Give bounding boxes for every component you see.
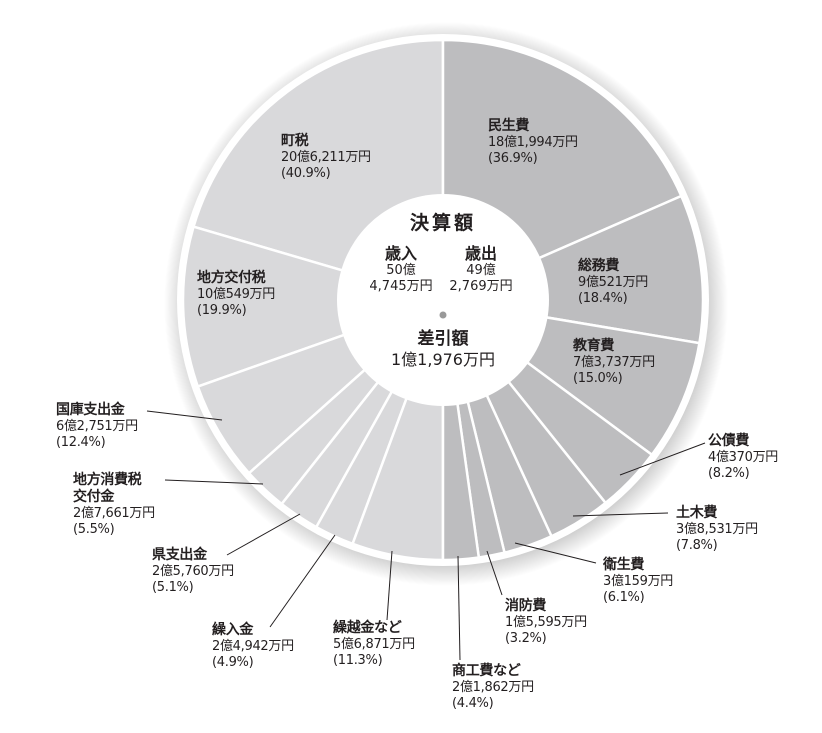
label-kokkoshishutsukin: 国庫支出金 6億2,751万円 (12.4%) — [56, 402, 138, 450]
center-dot — [439, 311, 447, 319]
leader-line-kenshishutsu — [226, 513, 301, 556]
balance-value: 1億1,976万円 — [391, 350, 495, 369]
center-title: 決算額 — [409, 212, 476, 234]
label-shobohi: 消防費 1億5,595万円 (3.2%) — [505, 598, 587, 646]
leader-lines — [146, 410, 706, 661]
label-kyoikuhi: 教育費 7億3,737万円 (15.0%) — [573, 338, 655, 386]
label-shokohi: 商工費など 2億1,862万円 (4.4%) — [452, 663, 534, 711]
leader-line-kosai — [619, 442, 706, 476]
label-minseihi: 民生費 18億1,994万円 (36.9%) — [488, 118, 578, 166]
center-expenditure: 歳出 49億 2,769万円 — [446, 245, 516, 295]
label-somuhi: 総務費 9億521万円 (18.4%) — [578, 258, 648, 306]
leader-line-kurikoshi — [386, 550, 393, 621]
label-chihoshohizei-kofukin: 地方消費税 交付金 2億7,661万円 (5.5%) — [73, 472, 155, 537]
label-chihokofuzei: 地方交付税 10億549万円 (19.9%) — [197, 270, 275, 318]
expenditure-value-2: 2,769万円 — [449, 279, 513, 294]
center-balance: 差引額 1億1,976万円 — [373, 328, 513, 370]
label-choze: 町税 20億6,211万円 (40.9%) — [281, 133, 371, 181]
balance-label: 差引額 — [417, 329, 469, 349]
leader-line-eisei — [514, 542, 597, 564]
leader-line-shobo — [486, 550, 503, 596]
center-hole — [337, 194, 549, 406]
leader-line-shoko — [457, 555, 461, 661]
leader-line-kokko — [146, 410, 223, 421]
leader-line-kurire — [269, 534, 336, 628]
slice-revenue-1 — [181, 225, 448, 389]
label-kenshishutsukin: 県支出金 2億5,760万円 (5.1%) — [152, 547, 234, 595]
revenue-label: 歳入 — [384, 244, 417, 263]
revenue-value-2: 4,745万円 — [369, 279, 433, 294]
label-dobokuhi: 土木費 3億8,531万円 (7.8%) — [676, 505, 758, 553]
leader-line-chihoshohizei — [164, 479, 264, 485]
expenditure-label: 歳出 — [464, 244, 497, 263]
center-revenue: 歳入 50億 4,745万円 — [366, 245, 436, 295]
label-kurikoshikin: 繰越金など 5億6,871万円 (11.3%) — [333, 620, 415, 668]
label-kurirekin: 繰入金 2億4,942万円 (4.9%) — [212, 622, 294, 670]
leader-line-doboku — [572, 512, 669, 517]
revenue-value-1: 50億 — [386, 263, 416, 278]
label-eiseihi: 衛生費 3億159万円 (6.1%) — [603, 557, 673, 605]
expenditure-value-1: 49億 — [466, 263, 496, 278]
label-kosaihi: 公債費 4億370万円 (8.2%) — [708, 433, 778, 481]
